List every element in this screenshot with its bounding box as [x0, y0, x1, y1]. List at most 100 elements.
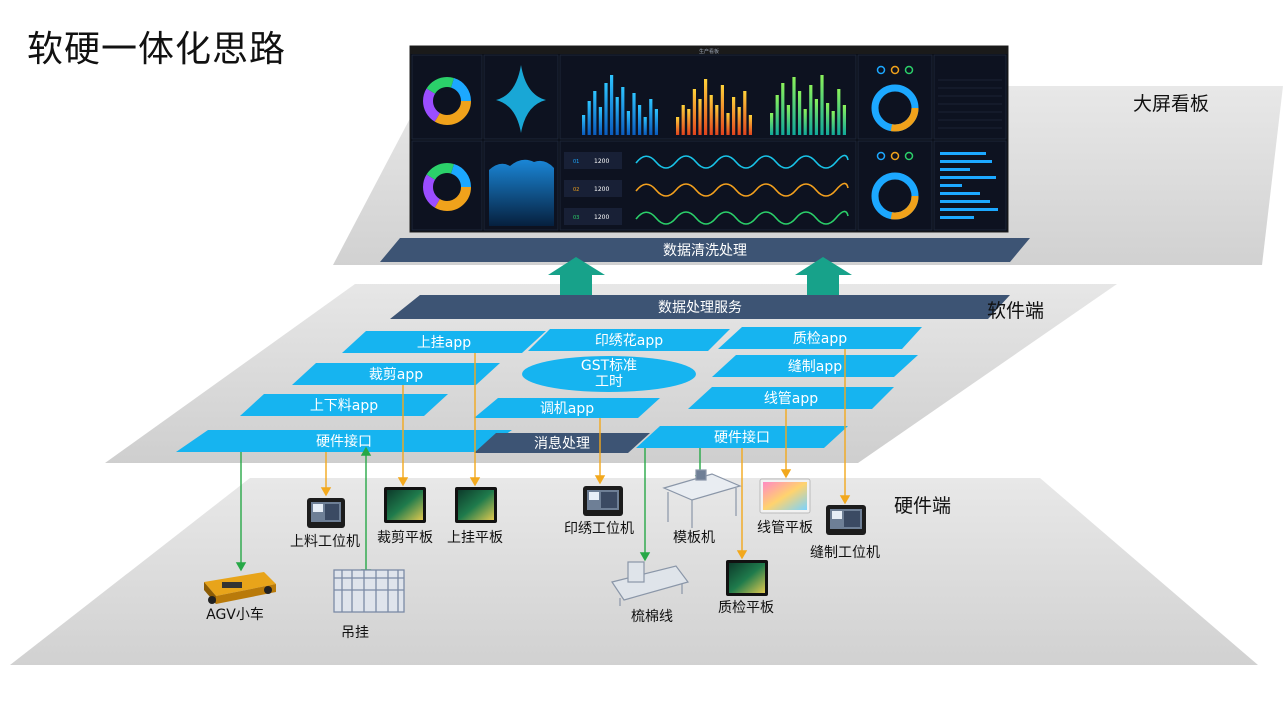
screen-bar [826, 103, 830, 135]
screen-bar [732, 97, 736, 135]
screen-bar [649, 99, 653, 135]
device-label-muban: 模板机 [673, 530, 715, 546]
horizontal-bar-chart [940, 152, 998, 219]
orange-connectors [320, 349, 851, 560]
screen-bar [610, 75, 614, 135]
device-label-caijian-tablet: 裁剪平板 [377, 530, 433, 546]
teal-arrow-right [795, 257, 852, 295]
device-label-fengzhi-pc: 缝制工位机 [810, 545, 880, 561]
device-label-xianguan-tablet: 线管平板 [757, 520, 813, 536]
device-label-zhijian-tablet: 质检平板 [718, 600, 774, 616]
layer-label-software: 软件端 [987, 300, 1045, 322]
app-shangua-label: 上挂app [417, 335, 471, 351]
screen-bar [781, 83, 785, 135]
num-row-2-value: 1200 [594, 186, 609, 193]
number-rows: 01 02 03 1200 1200 1200 [564, 152, 622, 225]
fengzhi-pc-icon [826, 505, 866, 535]
device-label-agv: AGV小车 [206, 607, 264, 623]
wave-line-3 [635, 210, 849, 225]
app-caijian-label: 裁剪app [369, 367, 423, 383]
carding-line-icon [611, 561, 690, 606]
agv-icon [204, 572, 276, 604]
app-xianguan [688, 387, 894, 409]
screen-bar [803, 109, 807, 135]
app-yinxiu [528, 329, 730, 351]
hanging-system-icon [333, 569, 405, 613]
wave-line-1 [635, 154, 849, 169]
screen-bar [704, 79, 708, 135]
app-shangxialiao-label: 上下料app [310, 398, 378, 414]
area-chart [489, 159, 554, 226]
num-row-1-id: 01 [573, 159, 579, 165]
shangua-tablet-icon [455, 487, 497, 523]
screen-bar [720, 85, 724, 135]
app-zhijian [718, 327, 922, 349]
screen-bar [604, 83, 608, 135]
yinxiu-pc-icon [583, 486, 623, 516]
screen-bar [831, 111, 835, 135]
screen-bar [743, 91, 747, 135]
app-shangxialiao [240, 394, 448, 416]
donut-chart-bottom [423, 163, 471, 211]
screen-bar [687, 109, 691, 135]
screen-bar [837, 89, 841, 135]
screen-bar [621, 87, 625, 135]
num-row-3-id: 03 [573, 215, 579, 221]
screen-table [938, 79, 1002, 129]
screen-bar [748, 115, 752, 135]
page-title: 软硬一体化思路 [27, 29, 287, 70]
num-row-2-id: 02 [573, 187, 579, 193]
msg-process-box [474, 433, 650, 453]
device-label-diaogua: 吊挂 [341, 625, 369, 641]
hw-interface-left [176, 430, 512, 452]
screen-header: 生产看板 [699, 48, 719, 55]
hw-interface-right [636, 426, 848, 448]
num-row-1-value: 1200 [594, 158, 609, 165]
screen-bar [798, 91, 802, 135]
app-fengzhi-label: 缝制app [788, 359, 842, 375]
screen-bar-charts [582, 75, 846, 135]
xianguan-tablet-icon [759, 478, 811, 514]
screen-bar [654, 109, 658, 135]
teal-arrow-left [548, 257, 605, 295]
screen-bar [692, 89, 696, 135]
screen-bar [809, 85, 813, 135]
app-gst [522, 356, 696, 392]
app-xianguan-label: 线管app [764, 391, 818, 407]
screen-bar [709, 95, 713, 135]
app-zhijian-label: 质检app [793, 331, 847, 347]
zhijian-tablet-icon [726, 560, 768, 596]
radar-chart [496, 65, 546, 133]
screen-bar [615, 97, 619, 135]
msg-process-label: 消息处理 [534, 435, 590, 452]
screen-bar [698, 99, 702, 135]
screen-bar [626, 111, 630, 135]
hw-interface-right-label: 硬件接口 [714, 429, 770, 446]
screen-bar [842, 105, 846, 135]
app-tiaoji-label: 调机app [540, 401, 594, 417]
screen-bar [786, 105, 790, 135]
screen-bar [681, 105, 685, 135]
screen-bar [775, 95, 779, 135]
layer-label-hardware: 硬件端 [894, 495, 952, 517]
screen-bar [582, 115, 586, 135]
data-service-bar [390, 295, 1010, 319]
screen-bar [598, 107, 602, 135]
screen-bar [632, 93, 636, 135]
template-machine-icon [662, 469, 742, 528]
app-yinxiu-label: 印绣花app [595, 333, 663, 349]
screen-bar [676, 117, 680, 135]
device-label-shangua-tablet: 上挂平板 [447, 530, 503, 546]
screen-bar [587, 101, 591, 135]
wave-line-2 [635, 182, 849, 197]
screen-bar [643, 117, 647, 135]
device-label-shangliao-pc: 上料工位机 [290, 534, 360, 550]
app-tiaoji [474, 398, 660, 418]
data-clean-label: 数据清洗处理 [663, 243, 747, 259]
app-gst-label-2: 工时 [595, 374, 623, 390]
num-row-3-value: 1200 [594, 214, 609, 221]
app-shangua [342, 331, 546, 353]
app-fengzhi [712, 355, 918, 377]
device-label-yinxiu-pc: 印绣工位机 [564, 521, 634, 537]
